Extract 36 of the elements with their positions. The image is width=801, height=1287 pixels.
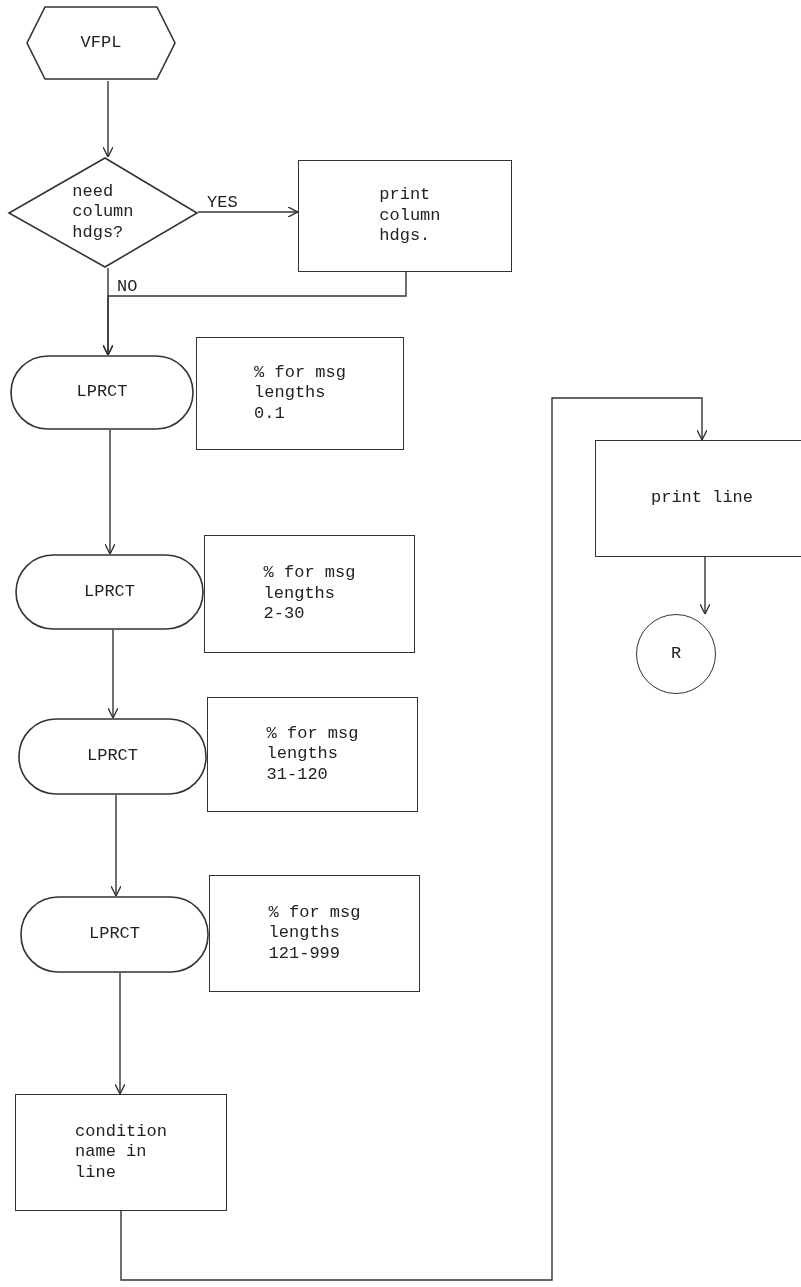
arrow (102, 80, 114, 158)
node-label: LPRCT (89, 924, 140, 945)
node-label: % for msg lengths 121-999 (268, 902, 361, 965)
node-label: need column hdgs? (71, 181, 135, 244)
terminal-shape (20, 896, 209, 973)
terminal-shape (15, 554, 204, 630)
node-label: LPRCT (87, 746, 138, 767)
arrow (107, 629, 119, 719)
process-box (595, 440, 801, 557)
node-label: R (670, 643, 682, 665)
node-label: % for msg lengths 31-120 (266, 723, 359, 786)
arrow (104, 429, 116, 555)
node-label: print line (651, 488, 753, 509)
process-box (298, 160, 512, 272)
terminal-shape (18, 718, 207, 795)
process-box (196, 337, 404, 450)
process-box (209, 875, 420, 992)
arrow (114, 972, 126, 1095)
process-box (207, 697, 418, 812)
node-label: condition name in line (75, 1121, 167, 1184)
node-label: % for msg lengths 0.1 (254, 362, 346, 425)
terminal-shape (10, 355, 194, 430)
node-label: VFPL (80, 32, 122, 54)
node-label: LPRCT (76, 382, 128, 403)
arrow (102, 271, 407, 356)
process-box (204, 535, 415, 653)
arrow (110, 794, 122, 897)
node-label: LPRCT (84, 581, 135, 603)
arrow (120, 397, 708, 1281)
start-hexagon (25, 5, 177, 81)
arrow (699, 556, 711, 615)
decision-diamond (8, 157, 198, 268)
arrow (197, 206, 299, 218)
node-label: print column hdgs. (378, 185, 442, 247)
node-label: % for msg lengths 2-30 (263, 563, 356, 625)
process-box (15, 1094, 227, 1211)
